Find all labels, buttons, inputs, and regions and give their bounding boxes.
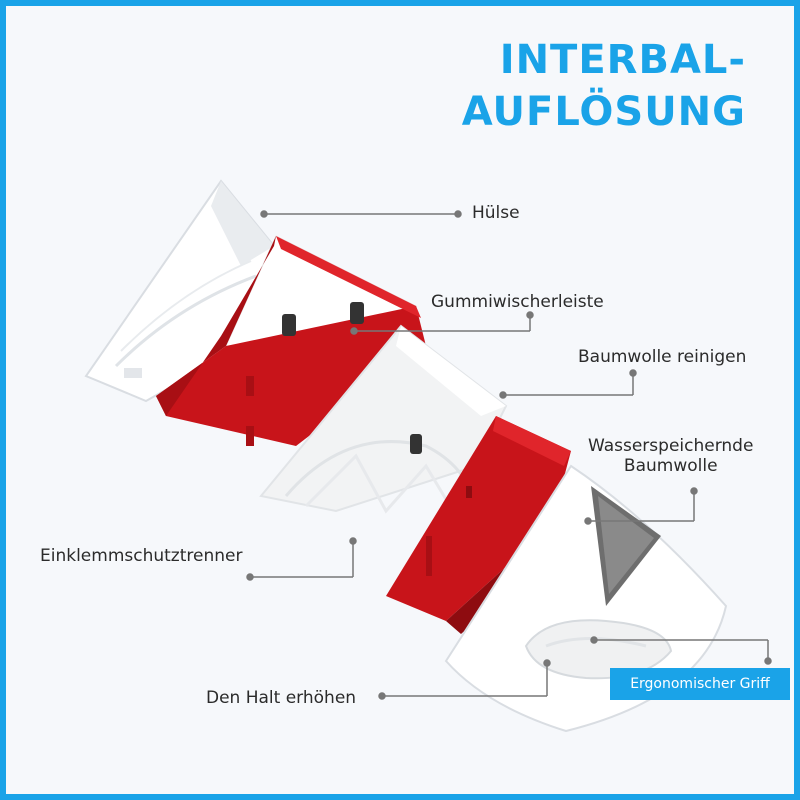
label-wasser-line-1: Wasserspeichernde	[588, 436, 754, 456]
label-gummiwischerleiste: Gummiwischerleiste	[431, 292, 604, 312]
leader-lines	[246, 210, 772, 700]
label-wasserspeichernde-baumwolle: Wasserspeichernde Baumwolle	[588, 436, 753, 476]
handle-part	[444, 464, 728, 733]
title-line-1: INTERBAL-	[499, 37, 746, 83]
page-title: INTERBAL- AUFLÖSUNG	[462, 34, 746, 138]
title-line-2: AUFLÖSUNG	[461, 89, 746, 135]
label-den-halt-erhoehen: Den Halt erhöhen	[206, 688, 357, 708]
label-wasser-line-2: Baumwolle	[623, 456, 718, 476]
label-einklemmschutztrenner: Einklemmschutztrenner	[40, 546, 243, 566]
rubber-wiper-part	[156, 235, 426, 446]
exploded-product-illustration	[84, 179, 772, 733]
label-ergonomischer-griff: Ergonomischer Griff	[610, 668, 790, 700]
label-huelse: Hülse	[472, 203, 520, 223]
label-baumwolle-reinigen: Baumwolle reinigen	[578, 347, 747, 367]
